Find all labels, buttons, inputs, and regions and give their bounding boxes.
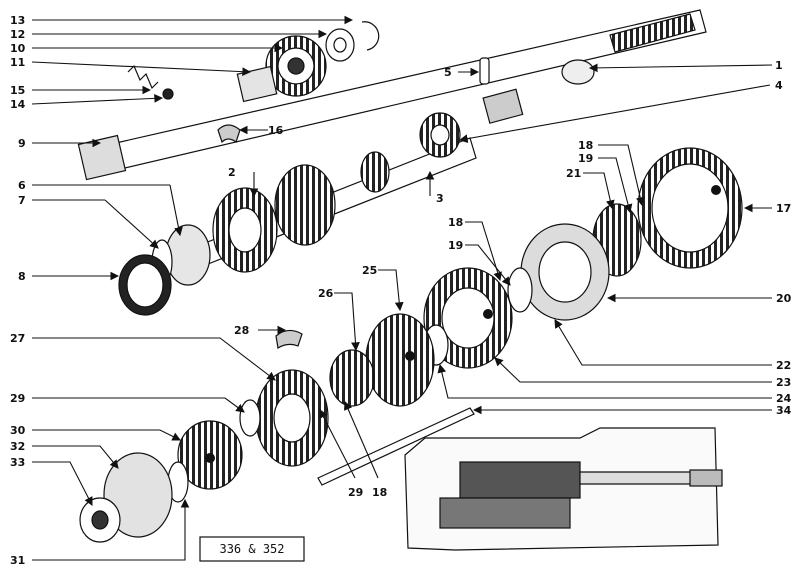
callout-24: 24 [776,392,792,405]
callout-18-top: 18 [578,139,593,152]
callout-25: 25 [362,264,377,277]
end-cap-33 [79,497,121,543]
callout-29-left: 29 [10,392,25,405]
gear-2 [212,164,336,273]
shift-fork-16 [217,124,241,144]
callout-3: 3 [436,192,444,205]
callout-30: 30 [10,424,26,437]
large-gear-17 [637,147,743,269]
callout-28: 28 [234,324,249,337]
callout-1: 1 [775,59,783,72]
callout-22: 22 [776,359,791,372]
callout-23: 23 [776,376,791,389]
plate-label-box: 336 & 352 [199,536,305,562]
synchro-26 [329,349,375,407]
ring-29 [239,399,261,437]
cage-6 [165,224,211,286]
callout-11: 11 [10,56,25,69]
pin-5 [479,57,490,85]
callout-12: 12 [10,28,25,41]
callout-33: 33 [10,456,25,469]
callout-27: 27 [10,332,25,345]
spring-15 [127,64,159,90]
callout-17: 17 [776,202,791,215]
washer-12 [325,28,355,62]
key-28 [275,329,303,349]
callout-29-bottom: 29 [348,486,363,499]
callout-19-mid: 19 [448,239,463,252]
circlip-13 [361,21,380,51]
callout-labels: 13 12 10 11 15 14 9 16 5 1 4 2 3 6 7 8 1… [10,14,792,567]
callout-16: 16 [268,124,284,137]
bearing-8 [118,254,172,316]
ball-14 [162,88,174,100]
gear-27 [255,369,329,467]
hub-20 [520,223,610,321]
callout-20: 20 [776,292,792,305]
ring-19 [507,267,533,313]
callout-2: 2 [228,166,236,179]
bearing-4 [419,112,461,158]
callout-21: 21 [566,167,581,180]
callout-7: 7 [18,194,26,207]
callout-5: 5 [444,66,452,79]
housing-32 [103,452,173,538]
callout-15: 15 [10,84,25,97]
callout-34: 34 [776,404,792,417]
gear-25 [365,313,435,407]
plate-label: 336 & 352 [219,542,284,556]
callout-4: 4 [775,79,783,92]
callout-6: 6 [18,179,26,192]
leader-lines [31,15,773,561]
gear-3 [360,151,390,193]
callout-31: 31 [10,554,25,567]
gear-30 [177,420,243,490]
callout-19-top: 19 [578,152,593,165]
callout-26: 26 [318,287,334,300]
callout-32: 32 [10,440,25,453]
callout-18-bottom: 18 [372,486,387,499]
callout-14: 14 [10,98,26,111]
callout-8: 8 [18,270,26,283]
inset-assembly-drawing [404,427,723,551]
callout-13: 13 [10,14,25,27]
callout-10: 10 [10,42,26,55]
callout-18-mid: 18 [448,216,463,229]
callout-9: 9 [18,137,26,150]
